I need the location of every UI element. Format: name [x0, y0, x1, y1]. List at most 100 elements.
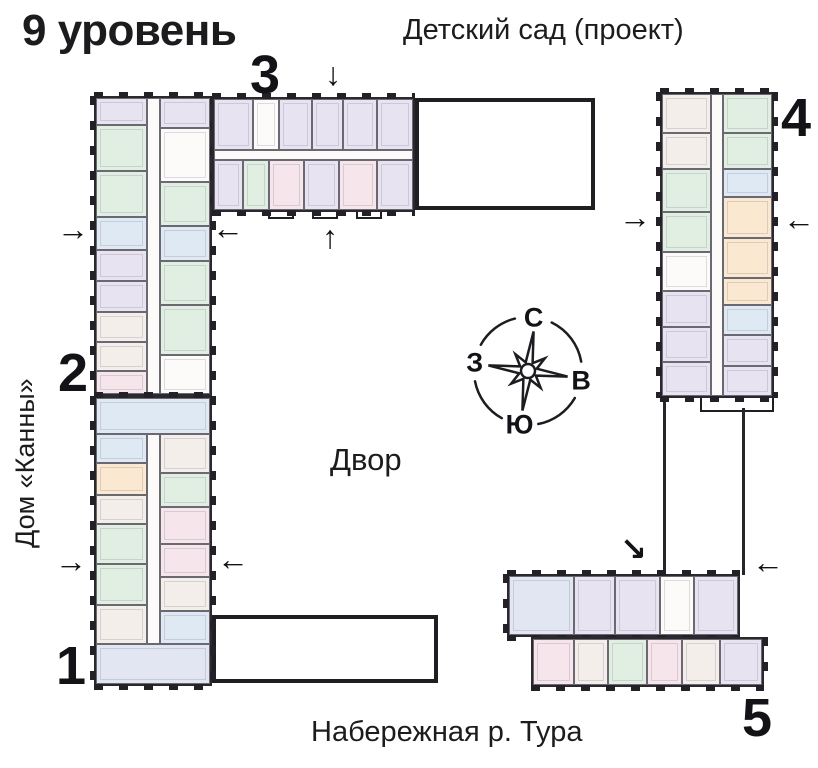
- arrow-left-icon: ←: [783, 201, 815, 237]
- apartment-unit: [159, 543, 210, 578]
- arrow-right-icon: →: [619, 199, 651, 235]
- apartment-unit: [96, 98, 147, 125]
- building-interior: [96, 98, 210, 394]
- apartment-unit: [159, 434, 210, 474]
- apartment-unit: [159, 577, 210, 611]
- kindergarten-label: Детский сад (проект): [403, 14, 684, 46]
- building-number: 5: [742, 688, 773, 748]
- building-number: 2: [58, 343, 89, 403]
- apartment-unit: [723, 305, 772, 335]
- corridor: [146, 434, 160, 644]
- apartment-unit: [159, 226, 210, 261]
- apartment-unit: [159, 98, 210, 128]
- building-number: 4: [781, 88, 812, 148]
- building-4: [656, 88, 778, 402]
- apartment-unit: [662, 169, 711, 213]
- stylobate-outline: [212, 615, 438, 683]
- apartment-unit: [304, 159, 340, 210]
- unit-column: [723, 94, 772, 397]
- arrow-left-icon: ←: [212, 210, 244, 246]
- arrow-up-icon: ↑: [322, 219, 338, 255]
- apartment-unit: [96, 249, 147, 281]
- apartment-unit: [723, 334, 772, 367]
- apartment-unit: [96, 463, 147, 495]
- apartment-unit: [96, 644, 210, 684]
- apartment-unit: [723, 366, 772, 397]
- apartment-unit: [662, 326, 711, 363]
- apartment-unit: [96, 434, 147, 464]
- units-area: [214, 99, 413, 210]
- apartment-unit: [214, 159, 244, 210]
- arrow-down-icon: ↓: [325, 56, 341, 92]
- compass-circle: [537, 396, 577, 426]
- apartment-unit: [647, 639, 683, 685]
- unit-column: [159, 434, 210, 644]
- apartment-unit: [662, 94, 711, 134]
- apartment-unit: [723, 94, 772, 134]
- building-interior: [509, 576, 738, 635]
- building-5a: [503, 570, 740, 641]
- apartment-unit: [159, 506, 210, 544]
- apartment-unit: [723, 238, 772, 278]
- courtyard-label: Двор: [330, 442, 402, 477]
- apartment-unit: [723, 133, 772, 170]
- apartment-unit: [509, 576, 574, 635]
- apartment-unit: [343, 99, 377, 150]
- compass-circle: [479, 317, 517, 347]
- unit-column: [96, 98, 147, 394]
- wall-ticks: [531, 685, 764, 691]
- building-1: [90, 392, 216, 690]
- connector-line: [663, 397, 666, 575]
- apartment-unit: [96, 341, 147, 372]
- unit-column: [662, 94, 711, 397]
- units-area: [509, 576, 738, 635]
- page-title: 9 уровень: [22, 6, 237, 55]
- building-interior: [96, 398, 210, 684]
- unit-column: [214, 159, 413, 210]
- building-5b: [531, 637, 768, 691]
- connector-line: [742, 408, 745, 575]
- apartment-unit: [662, 362, 711, 397]
- apartment-unit: [96, 398, 210, 434]
- corridor: [214, 149, 413, 160]
- building-number: 1: [56, 636, 87, 696]
- house-kanny-label: Дом «Канны»: [10, 378, 40, 548]
- apartment-unit: [662, 133, 711, 170]
- apartment-unit: [159, 354, 210, 394]
- apartment-unit: [96, 312, 147, 342]
- apartment-unit: [723, 196, 772, 239]
- wall-ticks: [772, 92, 778, 398]
- compass-letter: С: [524, 302, 544, 332]
- unit-column: [159, 98, 210, 394]
- apartment-unit: [96, 524, 147, 564]
- arrow-right-icon: →: [57, 211, 89, 247]
- units-area: [96, 434, 210, 644]
- apartment-unit: [96, 604, 147, 644]
- apartment-unit: [214, 99, 254, 150]
- apartment-unit: [533, 639, 575, 685]
- apartment-unit: [662, 212, 711, 252]
- corridor: [711, 94, 723, 396]
- building-4-extension: [700, 396, 774, 412]
- compass-letter: Ю: [506, 409, 534, 439]
- apartment-unit: [278, 99, 313, 150]
- unit-column: [509, 576, 738, 635]
- apartment-unit: [159, 305, 210, 355]
- apartment-unit: [723, 277, 772, 306]
- apartment-unit: [376, 99, 413, 150]
- building-number: 3: [250, 45, 281, 105]
- apartment-unit: [573, 576, 616, 635]
- apartment-unit: [159, 181, 210, 227]
- apartment-unit: [719, 639, 762, 685]
- compass-letter: В: [571, 365, 591, 395]
- compass-center-dot: [519, 362, 537, 380]
- apartment-unit: [96, 280, 147, 313]
- apartment-unit: [243, 159, 269, 210]
- building-interior: [662, 94, 772, 397]
- apartment-unit: [662, 291, 711, 327]
- unit-column: [214, 99, 413, 150]
- building-2: [90, 92, 216, 400]
- arrow-right-icon: →: [55, 543, 87, 579]
- compass-letter: З: [466, 348, 483, 378]
